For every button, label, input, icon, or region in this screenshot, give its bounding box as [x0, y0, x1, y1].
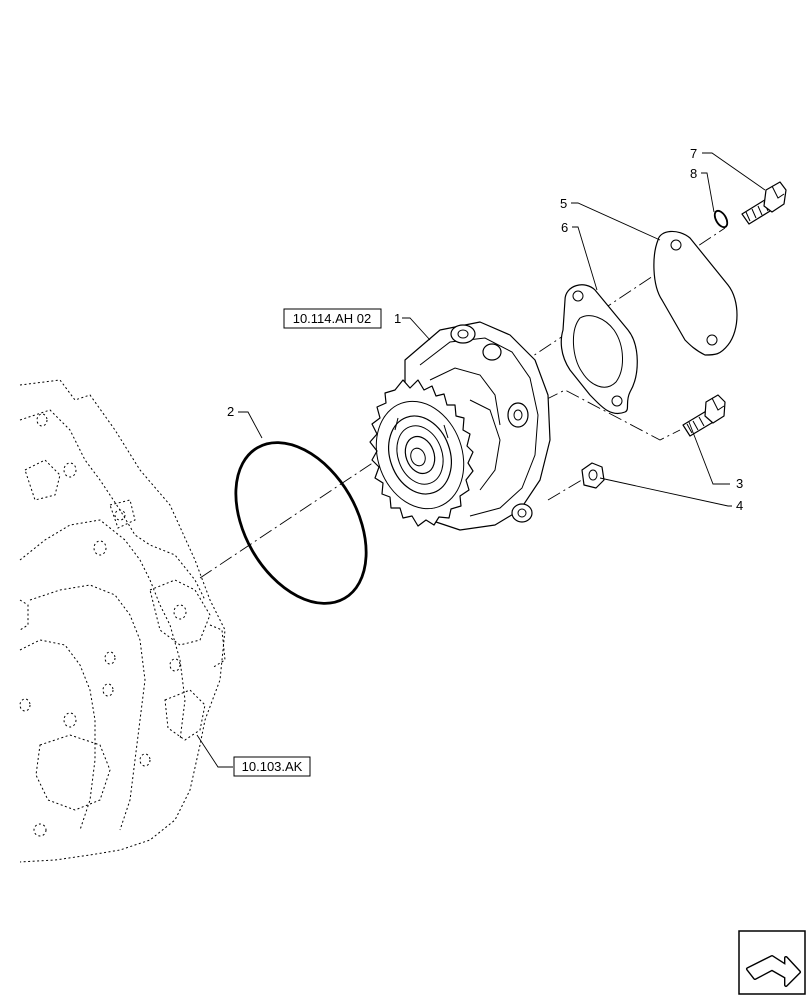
o-ring — [234, 441, 368, 605]
cover-bolt — [741, 181, 787, 225]
pump-assembly — [369, 321, 551, 531]
leader-lines — [196, 152, 766, 768]
callout-6: 6 — [561, 220, 568, 235]
cover-plate — [653, 230, 738, 356]
reference-housing-label: 10.103.AK — [242, 759, 303, 774]
callout-1: 1 — [394, 311, 401, 326]
reference-pump[interactable]: 10.114.AH 02 — [283, 308, 382, 329]
callout-5: 5 — [560, 196, 567, 211]
callout-2: 2 — [227, 404, 234, 419]
mounting-bolt — [682, 394, 726, 437]
drive-gear — [369, 379, 474, 527]
callout-7: 7 — [690, 146, 697, 161]
callout-4: 4 — [736, 498, 743, 513]
reference-housing[interactable]: 10.103.AK — [233, 756, 311, 777]
reference-pump-label: 10.114.AH 02 — [293, 311, 372, 326]
gasket — [560, 284, 638, 415]
callouts: 1 2 3 4 5 6 7 8 — [227, 146, 743, 513]
callout-3: 3 — [736, 476, 743, 491]
sealing-washer — [713, 209, 729, 229]
transmission-housing — [19, 379, 226, 863]
callout-8: 8 — [690, 166, 697, 181]
next-page-arrow-icon[interactable] — [738, 930, 806, 995]
hex-nut — [581, 462, 605, 489]
